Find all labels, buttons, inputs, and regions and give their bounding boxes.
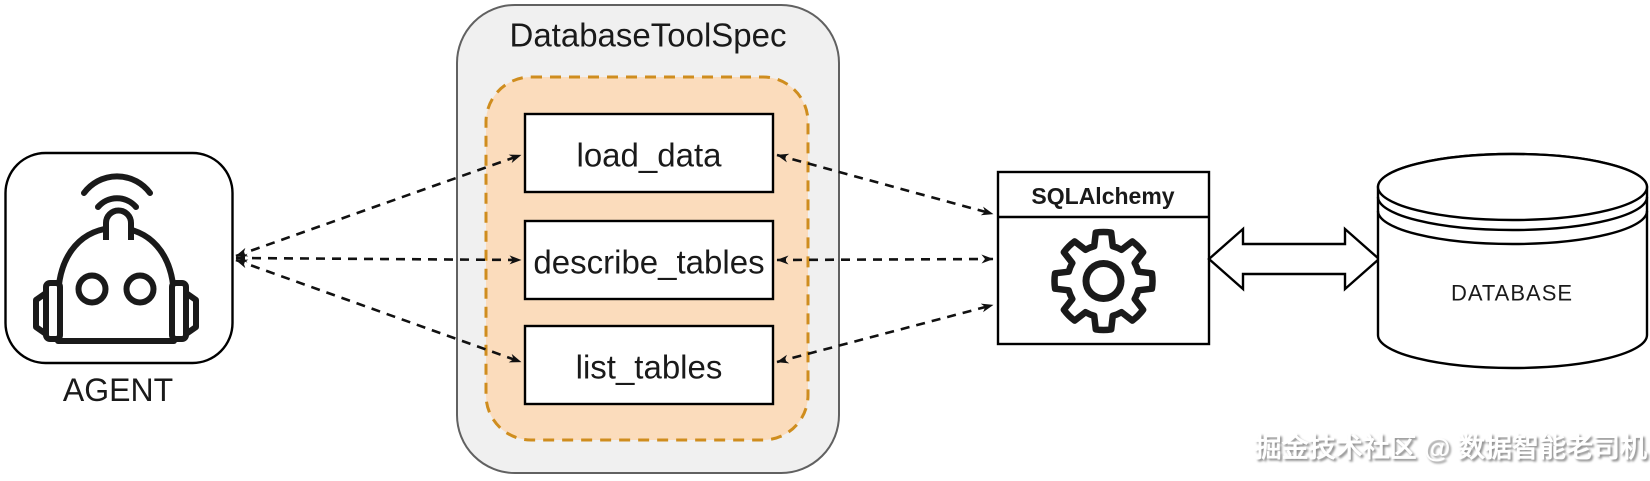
- robot-with-wifi-icon: [33, 173, 199, 344]
- arrow-load-data-sqlalchemy: [776, 153, 994, 216]
- robot-left-eye: [75, 272, 109, 306]
- agent-label: AGENT: [63, 372, 173, 408]
- tool-node-load-data: load_data: [523, 112, 775, 194]
- gear-icon: [1051, 228, 1156, 334]
- wifi-inner-arc-icon: [95, 195, 139, 210]
- watermark-text: 掘金技术社区 @ 数据智能老司机: [1255, 432, 1647, 463]
- arrow-agent-load-data: [235, 153, 522, 258]
- robot-head: [55, 225, 177, 344]
- tool-node-list-tables: list_tables: [523, 324, 775, 406]
- database-cylinder-ring-1: [1376, 196, 1649, 232]
- arrow-describe-tables-sqlalchemy: [776, 254, 994, 265]
- robot-right-eye: [123, 272, 157, 306]
- toolspec-title: DatabaseToolSpec: [509, 17, 786, 54]
- double-arrow-sqlalchemy-database: [1207, 226, 1381, 292]
- wifi-outer-arc-icon: [81, 173, 153, 196]
- sqlalchemy-title: SQLAlchemy: [1031, 183, 1174, 209]
- gear-icon-hole: [1082, 260, 1125, 302]
- arrow-agent-list-tables: [235, 258, 522, 364]
- database-cylinder-top: [1376, 152, 1649, 222]
- robot-left-earmuff: [43, 280, 63, 342]
- arrow-list-tables-sqlalchemy: [776, 303, 994, 364]
- robot-right-earmuff: [169, 280, 189, 342]
- database-node: DATABASE: [1376, 152, 1649, 370]
- tool-box-list-tables: [523, 324, 775, 406]
- sqlalchemy-node: SQLAlchemy: [996, 170, 1211, 346]
- database-label: DATABASE: [1451, 281, 1573, 306]
- database-cylinder-ring-2: [1376, 210, 1649, 246]
- agent-node: AGENT: [4, 151, 234, 408]
- tool-node-describe-tables: describe_tables: [523, 219, 775, 301]
- tool-label-list-tables: list_tables: [576, 349, 723, 386]
- toolspec-container: DatabaseToolSpec load_data describe_tabl…: [456, 4, 840, 474]
- robot-antenna: [103, 207, 134, 240]
- tool-box-describe-tables: [523, 219, 775, 301]
- tool-box-load-data: [523, 112, 775, 194]
- tool-label-load-data: load_data: [577, 137, 723, 174]
- tool-label-describe-tables: describe_tables: [533, 244, 764, 281]
